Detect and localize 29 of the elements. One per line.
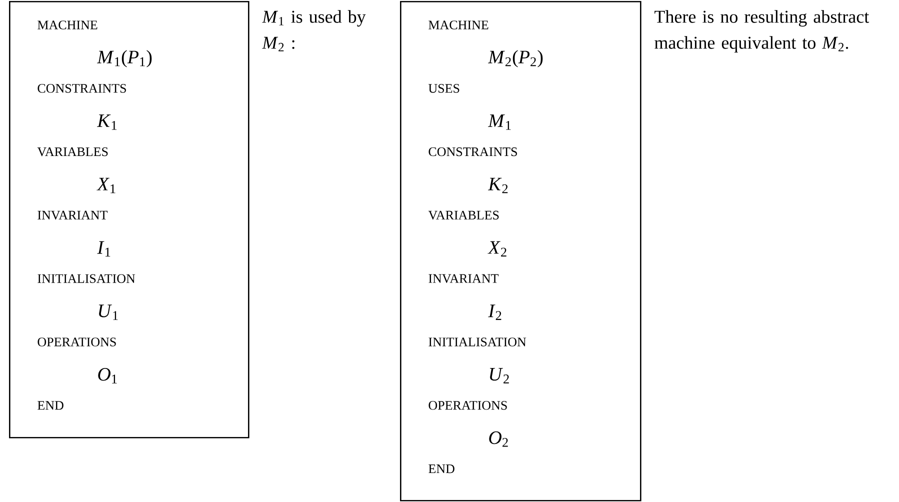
keyword: CONSTRAINTS bbox=[428, 147, 517, 156]
keyword: INITIALISATION bbox=[38, 274, 136, 283]
keyword: VARIABLES bbox=[428, 210, 499, 220]
expression: O$_{1}$ bbox=[98, 368, 117, 384]
expression: X$_{1}$ bbox=[96, 178, 116, 194]
expression: M$_{1}$ bbox=[488, 114, 511, 130]
expression: O$_{2}$ bbox=[489, 431, 508, 447]
keyword: INITIALISATION bbox=[428, 338, 526, 346]
keyword: INVARIANT bbox=[428, 274, 499, 283]
expression: U$_{1}$ bbox=[98, 304, 118, 320]
expression: U$_{2}$ bbox=[490, 368, 509, 384]
keyword: OPERATIONS bbox=[428, 401, 507, 410]
expression: M$_{1}$(P$_{1}$) bbox=[97, 50, 152, 68]
expression: K$_{1}$ bbox=[97, 114, 117, 130]
expression: X$_{2}$ bbox=[488, 241, 506, 257]
keyword: CONSTRAINTS bbox=[38, 84, 126, 93]
note-text: M$_{1}$ is used by M$_{2}$ : bbox=[262, 10, 366, 52]
keyword: END bbox=[38, 401, 64, 410]
keyword: OPERATIONS bbox=[38, 338, 116, 346]
keyword: USES bbox=[428, 84, 460, 93]
keyword: END bbox=[428, 464, 454, 474]
keyword: MACHINE bbox=[38, 20, 98, 30]
expression: I$_{1}$ bbox=[97, 241, 110, 257]
keyword: VARIABLES bbox=[37, 147, 108, 156]
expression: M$_{2}$(P$_{2}$) bbox=[488, 50, 543, 68]
expression: I$_{2}$ bbox=[488, 304, 502, 320]
keyword: MACHINE bbox=[428, 20, 488, 30]
expression: K$_{2}$ bbox=[488, 178, 508, 194]
keyword: INVARIANT bbox=[38, 210, 108, 220]
